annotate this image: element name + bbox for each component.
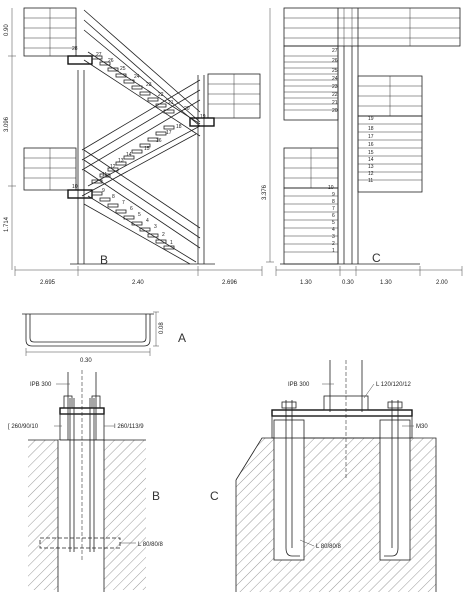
section-a: 0.08 0.30 A bbox=[22, 311, 186, 364]
step-c14: 14 bbox=[368, 157, 374, 163]
step-c12: 12 bbox=[368, 171, 374, 177]
dim-b-v2: 3.096 bbox=[4, 116, 10, 132]
view-label-b-bottom: B bbox=[152, 489, 160, 503]
step-b16: 16 bbox=[156, 138, 162, 144]
step-b22: 22 bbox=[158, 92, 164, 98]
step-b14: 14 bbox=[126, 152, 132, 158]
step-c1: 1 bbox=[332, 248, 335, 254]
dim-c-v: 3.376 bbox=[262, 184, 268, 200]
step-b21: 21 bbox=[168, 100, 174, 106]
dim-b-v1: 0.90 bbox=[4, 24, 10, 36]
dim-b-h1: 2.695 bbox=[40, 280, 56, 286]
detail-c-bolt: M30 bbox=[416, 424, 428, 430]
step-c22: 22 bbox=[332, 92, 338, 98]
step-b28: 28 bbox=[72, 46, 78, 52]
dim-b-v3: 1.714 bbox=[4, 216, 10, 232]
step-c16: 16 bbox=[368, 142, 374, 148]
step-c7: 7 bbox=[332, 206, 335, 212]
step-b24: 24 bbox=[134, 74, 140, 80]
step-c10: 10 bbox=[328, 185, 334, 191]
step-b17: 17 bbox=[166, 130, 172, 136]
step-b10: 10 bbox=[72, 184, 78, 190]
step-b6: 6 bbox=[130, 206, 133, 212]
dim-b-h2: 2.40 bbox=[132, 280, 144, 286]
detail-c-angle-top: L 120/120/12 bbox=[376, 382, 411, 388]
detail-b-ipb: IPB 300 bbox=[30, 382, 52, 388]
step-b7: 7 bbox=[122, 200, 125, 206]
step-b11: 11 bbox=[102, 172, 107, 178]
elevation-c: 3.376 1.30 0.30 1.30 2.00 bbox=[262, 7, 463, 286]
step-c8: 8 bbox=[332, 199, 335, 205]
detail-b-beam: I 260/113/9 bbox=[114, 424, 144, 430]
step-b18: 18 bbox=[176, 124, 182, 130]
step-c13: 13 bbox=[368, 164, 374, 170]
detail-c-ipb: IPB 300 bbox=[288, 382, 310, 388]
step-c25: 25 bbox=[332, 68, 338, 74]
step-b12: 12 bbox=[110, 164, 116, 170]
step-b19: 19 bbox=[200, 114, 206, 120]
step-c11: 11 bbox=[368, 178, 373, 184]
step-c20: 20 bbox=[332, 108, 338, 114]
step-b26: 26 bbox=[108, 58, 114, 64]
section-a-height: 0.08 bbox=[159, 322, 165, 334]
detail-b: IPB 300 [ 260/90/10 I 260/113/9 L 80/80/… bbox=[8, 370, 163, 592]
view-label-c-top: C bbox=[372, 251, 381, 265]
dim-c-h3: 1.30 bbox=[380, 280, 392, 286]
step-c26: 26 bbox=[332, 58, 338, 64]
elevation-b: 0.90 3.096 1.714 2.695 2.40 2.696 bbox=[4, 7, 263, 286]
step-b4: 4 bbox=[146, 218, 149, 224]
step-c27: 27 bbox=[332, 48, 338, 54]
detail-c-angle-bottom: L 80/80/8 bbox=[316, 544, 341, 550]
step-c2: 2 bbox=[332, 241, 335, 247]
step-c24: 24 bbox=[332, 76, 338, 82]
step-c5: 5 bbox=[332, 220, 335, 226]
section-a-width: 0.30 bbox=[80, 358, 92, 364]
step-b5: 5 bbox=[138, 212, 141, 218]
step-b8: 8 bbox=[112, 194, 115, 200]
step-b2: 2 bbox=[162, 232, 165, 238]
detail-b-channel: [ 260/90/10 bbox=[8, 424, 39, 430]
step-b25: 25 bbox=[120, 66, 126, 72]
step-c17: 17 bbox=[368, 134, 374, 140]
step-b20: 20 bbox=[184, 106, 190, 112]
step-c4: 4 bbox=[332, 227, 335, 233]
step-b3: 3 bbox=[154, 224, 157, 230]
dim-b-h3: 2.696 bbox=[222, 280, 238, 286]
step-b9: 9 bbox=[102, 188, 105, 194]
step-b15: 15 bbox=[144, 146, 150, 152]
step-b23: 23 bbox=[146, 82, 152, 88]
step-c19: 19 bbox=[368, 116, 374, 122]
detail-c: IPB 300 L 120/120/12 M30 L 80/80/8 C bbox=[210, 360, 437, 592]
step-c15: 15 bbox=[368, 150, 374, 156]
step-b13: 13 bbox=[118, 158, 124, 164]
step-b1: 1 bbox=[170, 240, 173, 246]
dim-c-h1: 1.30 bbox=[300, 280, 312, 286]
step-c18: 18 bbox=[368, 126, 374, 132]
step-c6: 6 bbox=[332, 213, 335, 219]
view-label-b-top: B bbox=[100, 253, 108, 267]
step-c9: 9 bbox=[332, 192, 335, 198]
step-b27: 27 bbox=[96, 52, 102, 58]
step-c3: 3 bbox=[332, 234, 335, 240]
detail-b-angle: L 80/80/8 bbox=[138, 542, 163, 548]
view-label-c-bottom: C bbox=[210, 489, 219, 503]
dim-c-h4: 2.00 bbox=[436, 280, 448, 286]
view-label-a: A bbox=[178, 331, 186, 345]
step-c21: 21 bbox=[332, 100, 338, 106]
dim-c-h2: 0.30 bbox=[342, 280, 354, 286]
step-c23: 23 bbox=[332, 84, 338, 90]
